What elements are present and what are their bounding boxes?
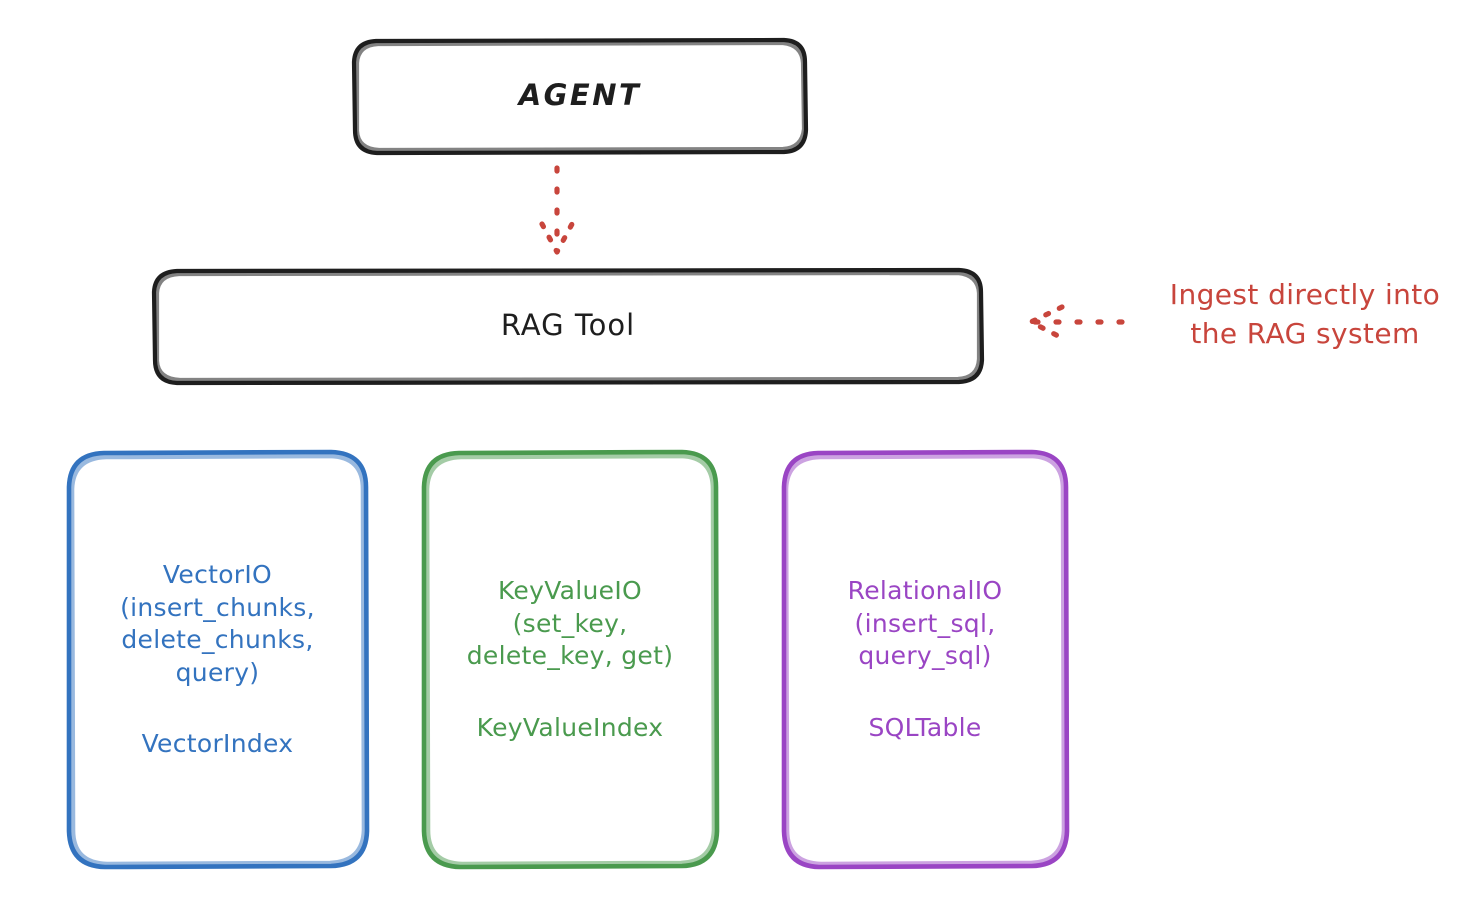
agent-node-label: AGENT bbox=[518, 78, 642, 113]
rag-tool-node[interactable]: RAG Tool bbox=[154, 269, 982, 383]
rag-tool-node-label: RAG Tool bbox=[500, 308, 636, 343]
keyvalue-store-node[interactable]: KeyValueIO (set_key, delete_key, get) Ke… bbox=[424, 451, 716, 866]
keyvalue-store-index-label: KeyValueIndex bbox=[476, 712, 664, 742]
keyvalue-store-label: KeyValueIO (set_key, delete_key, get) bbox=[466, 576, 674, 671]
relational-store-node[interactable]: RelationalIO (insert_sql, query_sql) SQL… bbox=[784, 451, 1066, 866]
ingest-note-arrow bbox=[1028, 304, 1125, 341]
vector-store-node[interactable]: VectorIO (insert_chunks, delete_chunks, … bbox=[69, 451, 366, 866]
agent-to-rag-arrow bbox=[539, 165, 575, 255]
vector-store-index-label: VectorIndex bbox=[141, 729, 294, 758]
ingest-note-text: Ingest directly into the RAG system bbox=[1169, 278, 1441, 350]
vector-store-label: VectorIO (insert_chunks, delete_chunks, … bbox=[120, 560, 315, 687]
relational-store-table-label: SQLTable bbox=[868, 712, 982, 742]
relational-store-label: RelationalIO (insert_sql, query_sql) bbox=[847, 576, 1003, 671]
agent-node[interactable]: AGENT bbox=[354, 39, 806, 153]
